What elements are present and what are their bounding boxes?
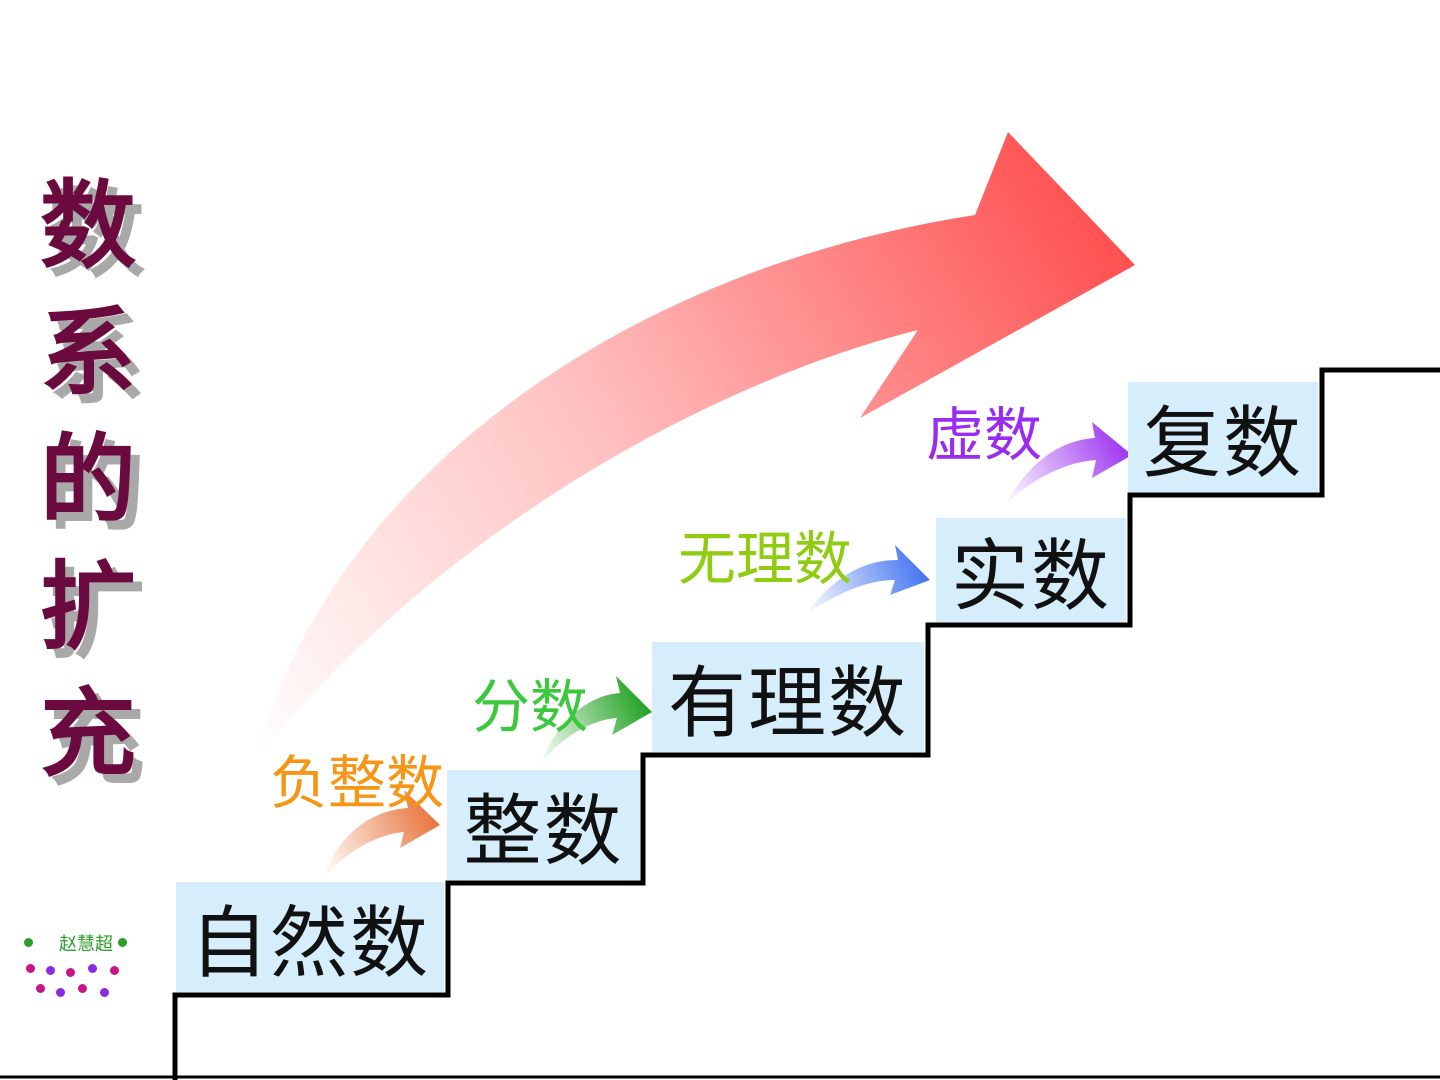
label-negative-integers: 负整数 (270, 749, 445, 817)
label-irrational-numbers: 无理数 (678, 525, 853, 593)
step-rational-numbers: 有理数 (652, 642, 924, 752)
title-char-1: 数 (40, 170, 136, 282)
step-real-numbers: 实数 (936, 518, 1126, 622)
arrow-to-integer (322, 790, 440, 880)
step-integers: 整数 (447, 770, 640, 880)
big-growth-arrow (255, 132, 1135, 760)
logo-dot (46, 966, 55, 975)
title-char-2: 系 (40, 297, 136, 409)
logo-dot (88, 964, 97, 973)
logo-dot (66, 968, 75, 977)
author-logo: 赵慧超 (18, 928, 138, 1004)
label-fractions: 分数 (472, 673, 589, 741)
title-char-4: 扩 (40, 551, 136, 663)
arrow-to-rational (540, 676, 652, 765)
logo-dot (36, 984, 45, 993)
title-char-5: 充 (40, 678, 136, 790)
logo-dot (56, 988, 65, 997)
step-complex-numbers: 复数 (1128, 382, 1318, 492)
title-char-3: 的 (40, 424, 136, 536)
arrow-to-real (805, 545, 930, 615)
author-logo-text: 赵慧超 (59, 934, 113, 955)
label-imaginary-numbers: 虚数 (926, 401, 1043, 469)
logo-dot (26, 964, 35, 973)
logo-dot (110, 966, 119, 975)
logo-dot (118, 938, 127, 947)
logo-dot (78, 984, 87, 993)
logo-dot (24, 938, 33, 947)
staircase-outline (172, 367, 1440, 1080)
step-natural-numbers: 自然数 (176, 882, 444, 992)
arrow-to-complex (1005, 422, 1132, 505)
logo-dot (100, 988, 109, 997)
